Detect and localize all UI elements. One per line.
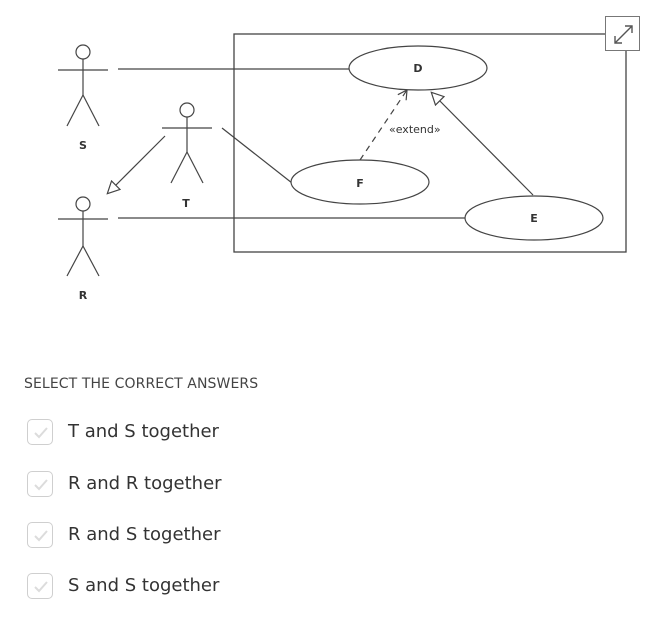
answer-option-label: R and R together — [68, 473, 222, 494]
expand-image-button[interactable] — [605, 16, 640, 51]
extend-stereotype-label: «extend» — [389, 123, 441, 136]
check-icon — [34, 530, 48, 542]
answer-option[interactable]: R and S together — [27, 522, 287, 552]
answer-option[interactable]: R and R together — [27, 471, 287, 501]
use-case-d: D — [348, 45, 488, 91]
use-case-f: F — [290, 159, 430, 205]
checkbox[interactable] — [27, 522, 53, 548]
answer-option-label: R and S together — [68, 524, 221, 545]
check-icon — [34, 479, 48, 491]
answer-option-label: T and S together — [68, 421, 219, 442]
actor-r — [58, 196, 108, 277]
use-case-e: E — [464, 195, 604, 241]
check-icon — [34, 427, 48, 439]
generalization-t-r — [108, 135, 166, 193]
answer-option[interactable]: S and S together — [27, 573, 287, 603]
use-case-diagram: «extend» D F E S T R — [58, 33, 627, 302]
actor-s-label: S — [79, 139, 87, 152]
check-icon — [34, 581, 48, 593]
actor-t-label: T — [182, 197, 190, 210]
use-case-d-label: D — [413, 62, 422, 75]
extend-f-d — [359, 88, 408, 161]
actor-t — [162, 102, 212, 184]
actor-s — [58, 44, 108, 127]
answer-option-label: S and S together — [68, 575, 220, 596]
question-prompt: SELECT THE CORRECT ANSWERS — [24, 376, 259, 392]
use-case-e-label: E — [530, 212, 538, 225]
system-boundary — [233, 33, 627, 253]
checkbox[interactable] — [27, 573, 53, 599]
use-case-f-label: F — [356, 177, 364, 190]
generalization-e-d — [432, 93, 534, 196]
checkbox[interactable] — [27, 471, 53, 497]
actor-r-label: R — [79, 289, 88, 302]
answer-option[interactable]: T and S together — [27, 419, 287, 449]
association-t-f — [221, 127, 293, 184]
expand-icon — [614, 25, 633, 44]
checkbox[interactable] — [27, 419, 53, 445]
